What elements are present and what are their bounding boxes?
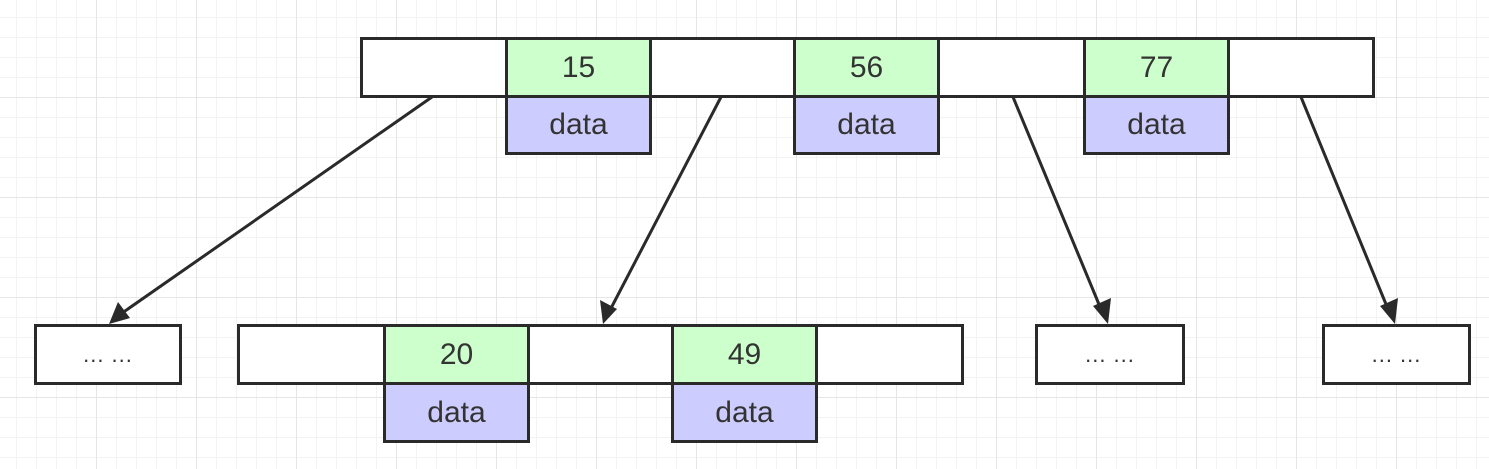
root-data-1-label: data xyxy=(549,108,608,141)
child2-key-1-label: 20 xyxy=(439,337,474,371)
arrowhead-child4 xyxy=(1380,298,1398,324)
arrowhead-child3 xyxy=(1093,298,1111,324)
child-node-3: ... ... xyxy=(1035,324,1185,385)
root-key-3: 77 xyxy=(1083,37,1230,98)
child2-data-2-label: data xyxy=(715,395,774,429)
root-key-2-label: 56 xyxy=(849,50,884,84)
child2-key-2-label: 49 xyxy=(727,337,762,371)
child-node-1: ... ... xyxy=(34,324,182,385)
arrow-root-to-child2 xyxy=(606,96,723,315)
child-node-4-label: ... ... xyxy=(1371,341,1422,367)
child2-key-2: 49 xyxy=(671,324,818,385)
child-node-1-label: ... ... xyxy=(83,341,133,367)
child2-data-2: data xyxy=(671,382,818,443)
arrowhead-child1 xyxy=(109,302,130,324)
root-key-1-label: 15 xyxy=(561,50,596,84)
root-data-2-label: data xyxy=(837,108,896,141)
child2-key-1: 20 xyxy=(383,324,530,385)
root-data-1: data xyxy=(505,95,652,155)
root-key-3-label: 77 xyxy=(1139,50,1174,84)
arrow-root-to-child4 xyxy=(1299,96,1392,315)
root-key-2: 56 xyxy=(793,37,940,98)
arrow-root-to-child1 xyxy=(114,95,433,320)
root-data-3-label: data xyxy=(1127,108,1186,141)
child2-data-1-label: data xyxy=(427,395,486,429)
root-data-3: data xyxy=(1083,95,1230,155)
arrow-root-to-child3 xyxy=(1011,96,1105,315)
root-data-2: data xyxy=(793,95,940,155)
child2-data-1: data xyxy=(383,382,530,443)
child-node-3-label: ... ... xyxy=(1085,341,1135,367)
child-node-2-frame xyxy=(237,324,964,385)
root-key-1: 15 xyxy=(505,37,652,98)
arrowhead-child2 xyxy=(600,300,617,324)
child-node-4: ... ... xyxy=(1322,324,1471,385)
